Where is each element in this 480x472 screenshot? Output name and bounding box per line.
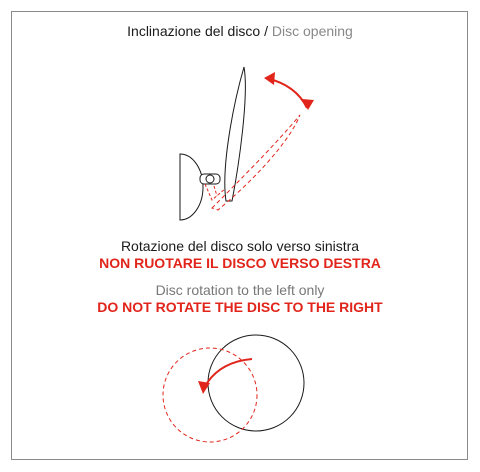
bracket-pivot <box>205 174 215 184</box>
rotation-note-english: Disc rotation to the left only <box>155 282 325 298</box>
tilted-disc-outline <box>211 114 301 211</box>
tilt-arrowhead-start <box>264 72 275 85</box>
title-separator: / <box>264 23 269 39</box>
rotation-warning-italian: NON RUOTARE IL DISCO VERSO DESTRA <box>99 255 381 271</box>
tilt-title-english: Disc opening <box>271 23 353 39</box>
rotation-arrowhead <box>198 381 210 394</box>
tilt-title-italian: Inclinazione del disco <box>127 23 261 39</box>
rotation-warning-english: DO NOT ROTATE THE DISC TO THE RIGHT <box>97 299 383 315</box>
upright-disc <box>224 66 246 202</box>
rotation-note-italian: Rotazione del disco solo verso sinistra <box>120 238 360 254</box>
tilt-arrowhead-end <box>302 99 314 110</box>
tilted-bracket-outline <box>204 183 227 201</box>
wall-mount-dome <box>179 153 204 221</box>
tilt-title: Inclinazione del disco / Disc opening <box>0 23 480 39</box>
disc-rotated-position <box>162 347 258 443</box>
